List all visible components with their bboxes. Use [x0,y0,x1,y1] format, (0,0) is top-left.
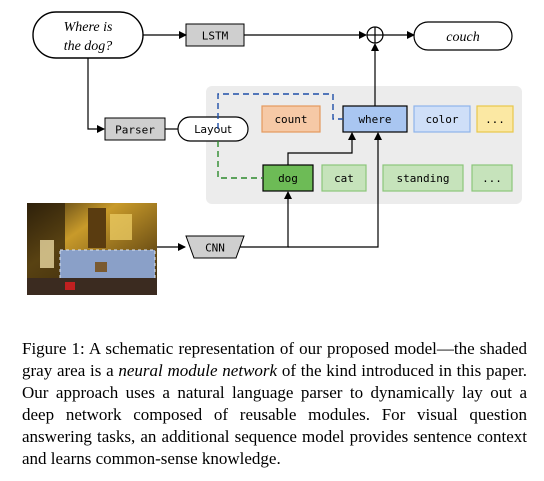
answer-label: couch [446,30,479,45]
module-count [261,105,321,133]
arrow-cnn-to-where [288,132,382,248]
module-more-bottom-label: ... [482,172,502,185]
module-more-top-label: ... [485,113,505,126]
caption-emphasis: neural module network [118,361,278,380]
module-cat-label: cat [334,172,354,185]
cnn-box [185,235,245,259]
dashed-layout-to-where [217,93,343,129]
input-photo [27,203,157,295]
architecture-diagram: Where is the dog? LSTM couch Parser Layo… [27,11,522,295]
module-cat [321,164,367,192]
caption-prefix: Figure 1: A schematic representation of … [22,339,527,380]
module-more-top [476,105,514,133]
module-more-bottom [471,164,513,192]
arrow-dog-to-where [287,132,356,165]
caption-suffix: of the kind introduced in this paper. Ou… [22,361,528,468]
module-dog-label: dog [278,172,298,185]
module-color [413,105,471,133]
module-standing [382,164,464,192]
module-color-label: color [425,113,458,126]
layout-label: Layout [194,123,232,136]
figure-caption: Figure 1: A schematic representation of … [22,338,527,470]
module-where-label: where [358,113,391,126]
dashed-layout-to-dog [217,141,263,179]
question-line-1: Where is [64,20,113,35]
module-standing-label: standing [397,172,450,185]
question-line-2: the dog? [64,39,113,54]
arrow-question-to-parser [87,58,105,133]
parser-label: Parser [115,124,155,137]
cnn-label: CNN [205,242,225,255]
module-count-label: count [274,113,307,126]
lstm-label: LSTM [202,30,229,43]
